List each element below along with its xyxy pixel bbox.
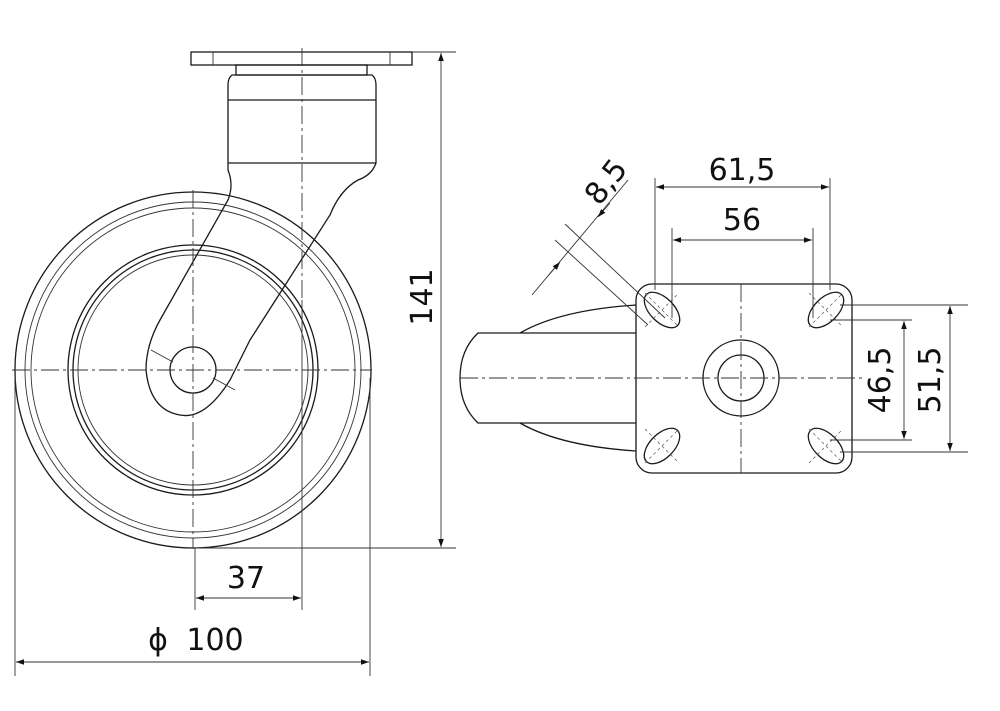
diameter-label: 100 (186, 623, 243, 658)
diameter-symbol: ϕ (148, 623, 168, 658)
plate-width-label: 61,5 (709, 153, 776, 188)
offset-label: 37 (227, 561, 265, 596)
top-plate (190, 51, 413, 76)
dimension-8-5: 8,5 (531, 153, 666, 326)
mounting-slots (643, 291, 845, 465)
dimension-141: 141 (195, 51, 456, 549)
dimension-46-5: 46,5 (830, 319, 912, 441)
height-label: 141 (405, 268, 440, 325)
top-centerlines (460, 284, 862, 473)
plate-length-label: 51,5 (913, 347, 948, 414)
top-view: 61,5 56 8,5 46,5 51,5 (459, 153, 968, 474)
dimension-37: 37 (194, 300, 303, 610)
hole-spacing-x-label: 56 (723, 203, 761, 238)
mounting-plate (635, 283, 853, 474)
hole-slot-label: 8,5 (578, 153, 635, 212)
centerlines (12, 48, 372, 548)
dimension-56: 56 (671, 203, 814, 318)
dimension-61-5: 61,5 (654, 153, 831, 290)
dimension-diameter: ϕ 100 (14, 378, 371, 676)
hole-spacing-y-label: 46,5 (863, 347, 898, 414)
side-view: 141 37 ϕ 100 (12, 48, 456, 676)
dimension-51-5: 51,5 (840, 304, 968, 453)
